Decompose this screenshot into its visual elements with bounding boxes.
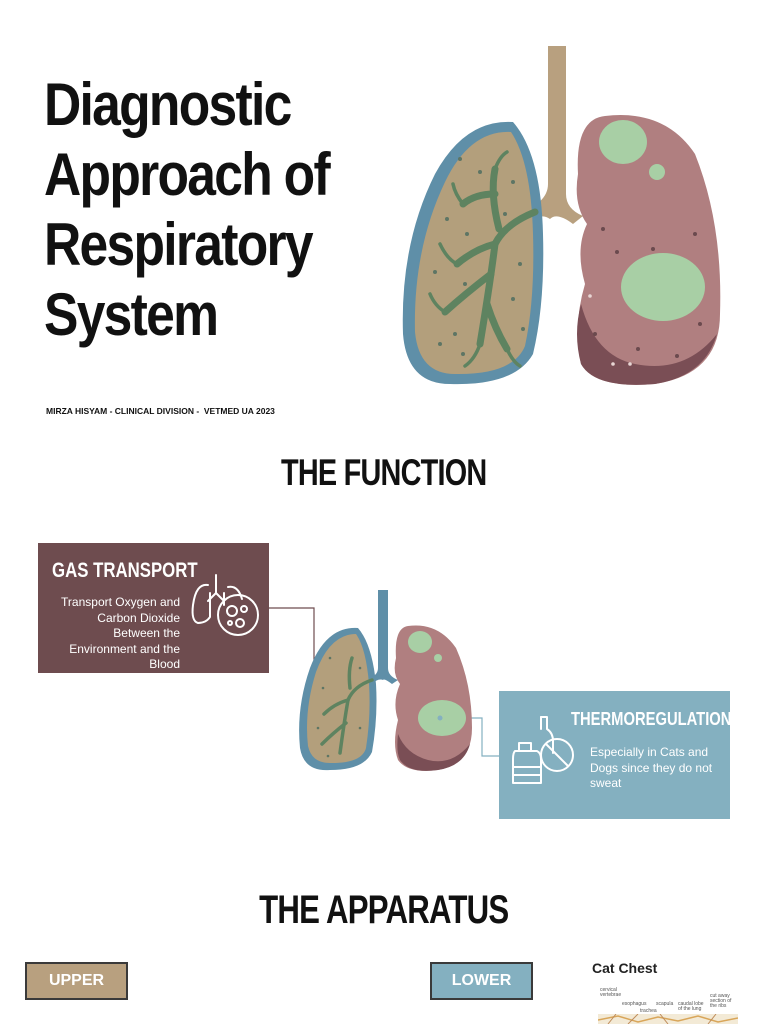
- label-cut-away-ribs: cut away section of the ribs: [710, 993, 732, 1009]
- label-trachea: trachea: [640, 1008, 657, 1014]
- cat-chest-diagram: Cat Chest cervical vertebrae esophagus t…: [592, 960, 742, 1024]
- lower-button[interactable]: LOWER: [430, 962, 533, 1000]
- lungs-icon: [191, 574, 259, 636]
- gas-transport-title: GAS TRANSPORT: [52, 559, 198, 582]
- title-line-4: System: [44, 281, 219, 348]
- small-lungs-illustration: [268, 590, 500, 771]
- lungs-illustration: [402, 46, 721, 385]
- title-line-3: Respiratory: [44, 211, 314, 278]
- gas-transport-card: GAS TRANSPORT Transport Oxygen and Carbo…: [38, 543, 269, 673]
- author-line: MIRZA HISYAM - CLINICAL DIVISION - VETME…: [46, 406, 275, 416]
- label-scapula: scapula: [656, 1001, 674, 1007]
- label-cervical-vertebrae: cervical vertebrae: [600, 987, 622, 998]
- thermoregulation-title: THERMOREGULATION: [571, 709, 732, 729]
- thermoregulation-card: THERMOREGULATION Especially in Cats and …: [499, 691, 732, 819]
- function-heading: THE FUNCTION: [281, 452, 487, 493]
- label-caudal-lobe: caudal lobe of the lung: [678, 1001, 704, 1012]
- label-esophagus: esophagus: [622, 1001, 647, 1007]
- no-bottle-icon: [512, 716, 574, 784]
- cat-chest-image: [598, 1014, 738, 1024]
- upper-button[interactable]: UPPER: [25, 962, 128, 1000]
- gas-transport-description: Transport Oxygen and Carbon Dioxide Betw…: [61, 595, 180, 671]
- page-title: Diagnostic Approach of Respiratory Syste…: [44, 70, 336, 350]
- apparatus-heading: THE APPARATUS: [259, 888, 509, 932]
- cat-chest-title: Cat Chest: [592, 960, 658, 976]
- title-line-1: Diagnostic: [44, 71, 292, 138]
- thermoregulation-description: Especially in Cats and Dogs since they d…: [590, 745, 713, 790]
- title-line-2: Approach of: [44, 141, 331, 208]
